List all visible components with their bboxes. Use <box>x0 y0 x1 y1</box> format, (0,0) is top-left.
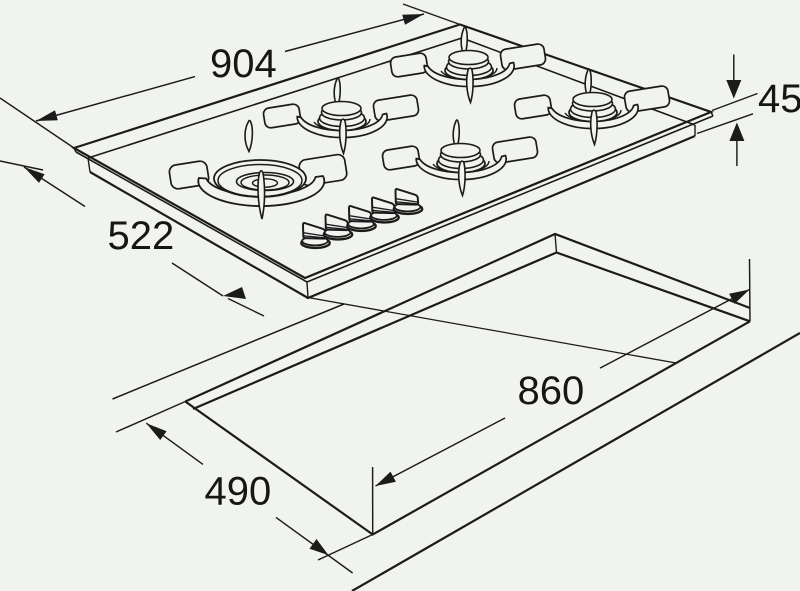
svg-text:860: 860 <box>518 369 585 413</box>
svg-text:522: 522 <box>108 214 175 258</box>
svg-text:45: 45 <box>758 77 800 121</box>
svg-text:490: 490 <box>205 470 272 514</box>
svg-text:904: 904 <box>210 42 277 86</box>
